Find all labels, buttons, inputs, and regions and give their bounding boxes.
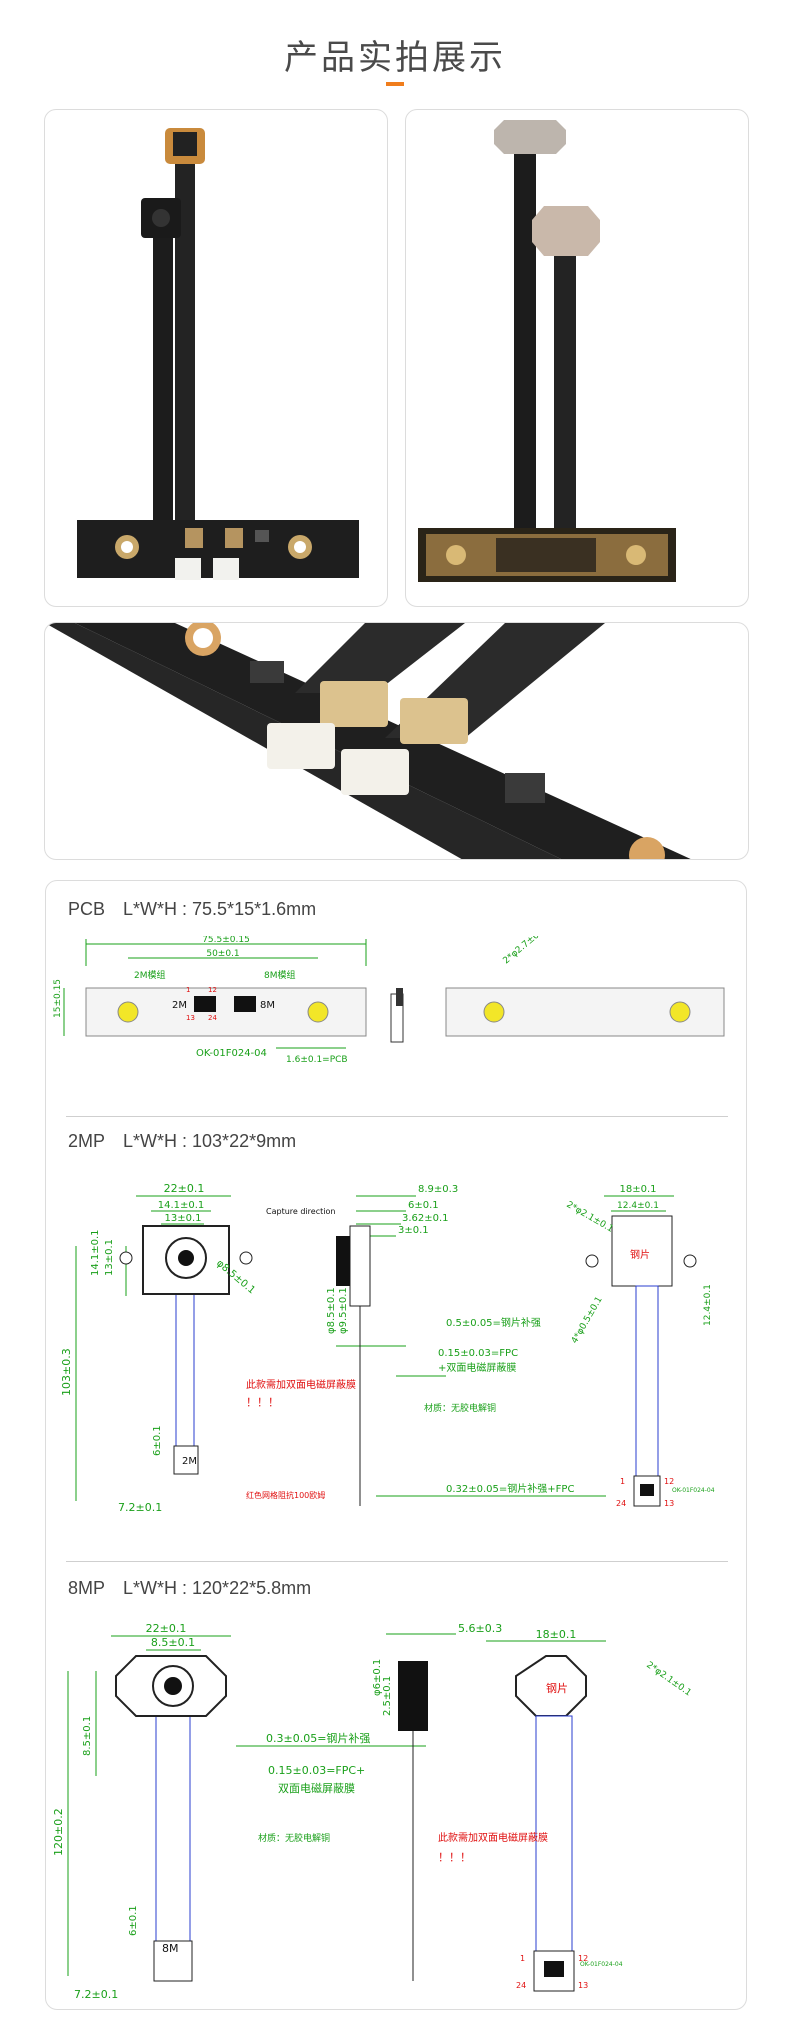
mp8-length: 120±0.2 (52, 1808, 65, 1856)
divider-1 (66, 1116, 728, 1117)
mp2-hole: 2*φ2.1±0.1 (565, 1200, 615, 1235)
mp2-t61: 6±0.1 (408, 1200, 439, 1211)
mp8-dims-label: 8MP L*W*H : 120*22*5.8mm (68, 1578, 311, 1599)
photo-card-front (44, 109, 388, 607)
pcb-8m-module: 8M模组 (264, 969, 296, 981)
page-title: 产品实拍展示 (284, 38, 506, 78)
mp2-hole2: 4*φ0.5±0.1 (570, 1295, 605, 1345)
mp8-stiffener: 0.3±0.05=钢片补强 (266, 1732, 370, 1745)
mp8-dims: L*W*H : 120*22*5.8mm (123, 1578, 312, 1598)
pcb-8m-mark: 8M (260, 1000, 275, 1011)
pcb-gap-dim: 50±0.1 (206, 949, 239, 959)
pcb-length-dim: 75.5±0.15 (202, 936, 250, 945)
pcb-name: PCB (68, 899, 106, 919)
mp2-stiffener: 0.5±0.05=钢片补强 (446, 1316, 541, 1329)
mp8-hole: 2*φ2.1±0.1 (644, 1660, 693, 1698)
mp2-pin-24: 24 (616, 1499, 626, 1508)
mp2-v85: φ8.5±0.1 (326, 1287, 337, 1334)
mp2-width-14: 14.1±0.1 (158, 1200, 205, 1211)
mp8-pin-12: 12 (578, 1954, 588, 1963)
divider-2 (66, 1561, 728, 1562)
mp2-b18: 18±0.1 (619, 1184, 656, 1195)
pcb-hole: 2*φ2.7±0.1 (502, 936, 549, 966)
mp2-pin-12: 12 (664, 1477, 674, 1486)
camera-module-back-photo (418, 120, 676, 582)
mp8-note-bang: ！！！ (438, 1851, 471, 1864)
mp2-height-13: 13±0.1 (104, 1239, 115, 1276)
mp8-pin-1: 1 (520, 1954, 525, 1963)
pcb-dims: L*W*H : 75.5*15*1.6mm (123, 899, 317, 919)
mp2-note-bang: ！！！ (246, 1396, 279, 1409)
pcb-pin-24: 24 (208, 1014, 217, 1022)
mp2-note-material: 材质：无胶电解铜 (424, 1402, 496, 1414)
mp2-t362: 3.62±0.1 (402, 1213, 449, 1224)
mp2-pin-1: 1 (620, 1477, 625, 1486)
mp2-name: 2MP (68, 1131, 106, 1151)
mp2-conn: OK-01F024-04 (672, 1487, 715, 1494)
mp2-height-6: 6±0.1 (152, 1425, 163, 1456)
mp2-height-14: 14.1±0.1 (90, 1229, 101, 1276)
mp2-h124: 12.4±0.1 (703, 1284, 713, 1326)
mp8-conn: OK-01F024-04 (580, 1961, 623, 1968)
mp2-t31: 3±0.1 (398, 1225, 429, 1236)
mp2-dims: L*W*H : 103*22*9mm (123, 1131, 297, 1151)
photo-card-back (405, 109, 749, 607)
mp8-shield: 双面电磁屏蔽膜 (278, 1782, 355, 1795)
mp2-note-red: 红色网格阻抗100欧姆 (246, 1490, 325, 1500)
pcb-2m-mark: 2M (172, 1000, 187, 1011)
title-accent-bar (386, 82, 404, 86)
mp8-pin-24: 24 (516, 1981, 526, 1990)
pcb-dims-label: PCB L*W*H : 75.5*15*1.6mm (68, 899, 316, 920)
mp8-width-72: 7.2±0.1 (74, 1988, 118, 2001)
pcb-pin-1: 1 (186, 986, 190, 994)
mp2-width-13: 13±0.1 (164, 1213, 201, 1224)
mp8-t25: 2.5±0.1 (382, 1676, 393, 1716)
mp2-drawing: 22±0.1 14.1±0.1 13±0.1 14.1±0.1 13±0.1 φ… (60, 1182, 715, 1514)
mp8-width-22: 22±0.1 (146, 1622, 187, 1635)
pcb-width-dim: 15±0.15 (53, 979, 63, 1018)
mp8-note-material: 材质：无胶电解铜 (258, 1832, 330, 1844)
mp8-t56: 5.6±0.3 (458, 1622, 502, 1635)
photo-card-closeup (44, 622, 749, 860)
mp8-8m-mark: 8M (162, 1942, 179, 1955)
connector-closeup-photo (45, 623, 691, 859)
camera-module-front-photo (77, 128, 359, 580)
pcb-drawing: 75.5±0.15 50±0.1 15±0.15 2M模组 8M模组 2M 8M… (53, 936, 725, 1065)
mp8-d6: φ6±0.1 (372, 1659, 383, 1696)
mp2-shield: +双面电磁屏蔽膜 (438, 1361, 516, 1374)
mp8-width-85: 8.5±0.1 (151, 1636, 195, 1649)
mp8-steel: 钢片 (546, 1682, 568, 1695)
mp8-b18: 18±0.1 (536, 1628, 577, 1641)
mp8-drawing: 22±0.1 8.5±0.1 120±0.2 8.5±0.1 6±0.1 7.2… (52, 1622, 693, 2001)
mp2-dims-label: 2MP L*W*H : 103*22*9mm (68, 1131, 296, 1152)
mp8-height-85: 8.5±0.1 (82, 1716, 93, 1756)
mp8-fpc: 0.15±0.03=FPC+ (268, 1764, 365, 1777)
mp8-note-shield: 此款需加双面电磁屏蔽膜 (438, 1831, 548, 1844)
mp2-length: 103±0.3 (60, 1348, 73, 1396)
mp2-fpc: 0.15±0.03=FPC (438, 1348, 518, 1359)
pcb-connector: OK-01F024-04 (196, 1048, 267, 1059)
mp2-bottom: 0.32±0.05=钢片补强+FPC (446, 1482, 574, 1495)
pcb-pin-13: 13 (186, 1014, 195, 1022)
mp2-note-shield: 此款需加双面电磁屏蔽膜 (246, 1378, 356, 1391)
mp8-height-6: 6±0.1 (128, 1905, 139, 1936)
mp2-b124: 12.4±0.1 (617, 1201, 659, 1211)
mp8-pin-13: 13 (578, 1981, 588, 1990)
pcb-thickness: 1.6±0.1=PCB (286, 1055, 348, 1065)
mp2-width-22: 22±0.1 (164, 1182, 205, 1195)
mp2-steel: 钢片 (630, 1248, 650, 1261)
mp8-name: 8MP (68, 1578, 106, 1598)
mp2-t89: 8.9±0.3 (418, 1184, 458, 1195)
pcb-2m-module: 2M模组 (134, 969, 166, 981)
mp2-pin-13: 13 (664, 1499, 674, 1508)
mp2-v95: φ9.5±0.1 (338, 1287, 349, 1334)
spec-drawings-card: PCB L*W*H : 75.5*15*1.6mm 75.5±0.15 50±0.… (45, 880, 747, 2010)
mp2-2m-mark: 2M (182, 1456, 197, 1467)
mp2-capture: Capture direction (266, 1207, 335, 1216)
pcb-pin-12: 12 (208, 986, 217, 994)
mp2-width-72: 7.2±0.1 (118, 1501, 162, 1514)
